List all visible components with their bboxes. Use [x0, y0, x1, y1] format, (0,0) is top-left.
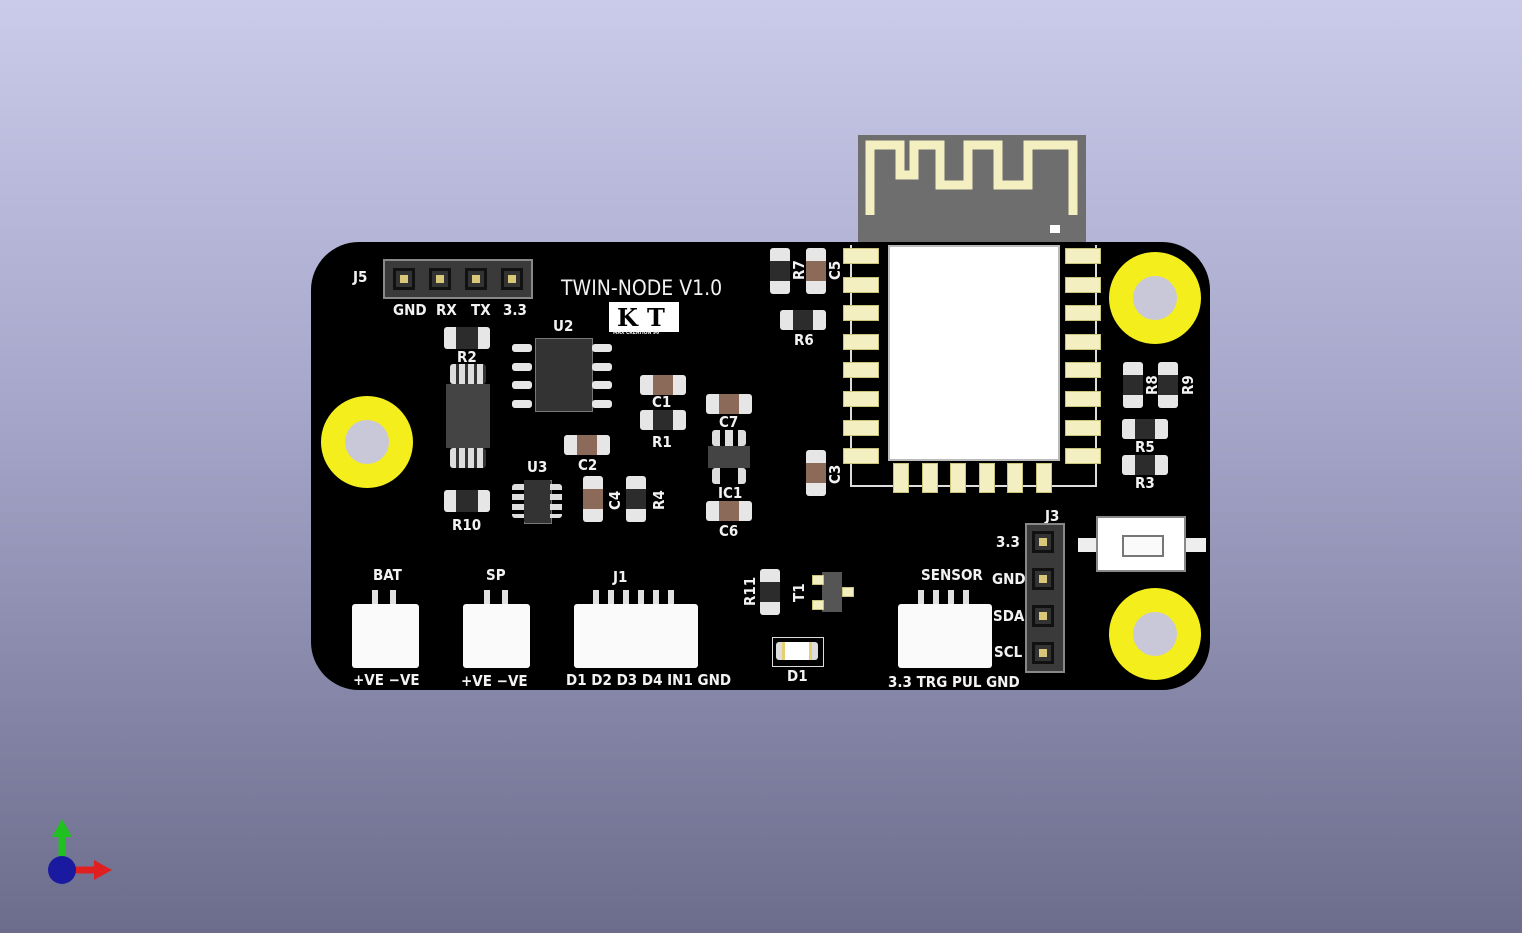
- ref-r1: R1: [652, 433, 672, 451]
- ref-r10: R10: [452, 516, 482, 534]
- module-pad: [950, 463, 967, 493]
- ref-c4: C4: [606, 490, 624, 510]
- j1-ref: J1: [613, 568, 628, 586]
- module-pad: [843, 419, 879, 436]
- logo-text: MAX CREATION 96: [613, 330, 660, 336]
- sp-connector[interactable]: [463, 604, 530, 668]
- j3-ref: J3: [1045, 507, 1060, 525]
- j3-pin-label: SDA: [993, 607, 1025, 625]
- j5-pin-label: TX: [471, 301, 491, 319]
- ref-ic1: IC1: [718, 484, 743, 502]
- u2-pin: [592, 362, 612, 371]
- module-pad: [843, 248, 879, 264]
- u2-pin: [592, 381, 612, 389]
- ic1-regulator: [708, 446, 750, 468]
- mounting-hole: [1109, 252, 1201, 344]
- sensor-ref: SENSOR: [921, 566, 983, 584]
- ref-r5: R5: [1135, 438, 1155, 456]
- u2-pin: [512, 362, 532, 371]
- module-pad: [843, 305, 879, 322]
- d1-outline: [772, 637, 824, 667]
- module-pad: [843, 448, 879, 465]
- j5-pin-label: GND: [393, 301, 427, 319]
- sensor-connector[interactable]: [898, 604, 992, 668]
- board-title: TWIN-NODE V1.0: [561, 276, 723, 300]
- module-pad: [1065, 305, 1101, 322]
- module-pad: [1007, 463, 1024, 493]
- ref-c6: C6: [719, 522, 739, 540]
- j3-pin-label: GND: [992, 570, 1026, 588]
- module-pad: [1065, 362, 1101, 379]
- ref-c2: C2: [578, 456, 598, 474]
- j5-pin-label: 3.3: [503, 301, 527, 319]
- j3-pin-label: SCL: [994, 643, 1023, 661]
- header-pin: [465, 268, 487, 290]
- ref-t1: T1: [790, 583, 808, 602]
- d1-diode: [776, 642, 818, 660]
- module-pad: [1036, 463, 1052, 493]
- ref-c5: C5: [826, 260, 844, 280]
- header-pin: [429, 268, 451, 290]
- ref-u3: U3: [527, 458, 548, 476]
- module-pad: [843, 333, 879, 350]
- module-pad: [893, 463, 909, 493]
- bat-pins: +VE −VE: [353, 671, 420, 689]
- ref-r9: R9: [1179, 375, 1197, 395]
- j3-pin-label: 3.3: [996, 533, 1020, 551]
- esp-module-shield: [888, 245, 1060, 461]
- ref-c3: C3: [826, 464, 844, 484]
- module-pad: [1065, 448, 1101, 465]
- bat-ref: BAT: [373, 566, 402, 584]
- module-pad: [1065, 391, 1101, 407]
- u2-pin: [512, 381, 532, 389]
- u2-pin: [512, 399, 532, 408]
- module-pad: [1065, 276, 1101, 293]
- z-axis-icon: [48, 856, 76, 884]
- u2-pin: [592, 399, 612, 408]
- ref-r11: R11: [741, 576, 759, 606]
- unlabeled-ic: [446, 384, 490, 448]
- u2-chip: [535, 338, 593, 412]
- ref-c1: C1: [652, 393, 672, 411]
- mounting-hole: [321, 396, 413, 488]
- antenna-trace-icon: [865, 140, 1078, 233]
- module-pad: [921, 463, 938, 493]
- ref-r3: R3: [1135, 474, 1155, 492]
- sensor-pins: 3.3 TRG PUL GND: [888, 673, 1020, 691]
- sp-pins: +VE −VE: [461, 672, 528, 690]
- bat-connector[interactable]: [352, 604, 419, 668]
- svg-text:K: K: [617, 304, 639, 330]
- u2-pin: [592, 344, 612, 352]
- module-pad: [1065, 419, 1101, 436]
- header-pin: [501, 268, 523, 290]
- axis-orientation-gizmo: [48, 819, 112, 884]
- ref-r6: R6: [794, 331, 814, 349]
- ref-r4: R4: [650, 490, 668, 510]
- ref-r2: R2: [457, 348, 477, 366]
- u2-pin: [512, 344, 532, 352]
- j5-ref: J5: [353, 268, 368, 286]
- sp-ref: SP: [486, 566, 506, 584]
- module-pad: [1065, 248, 1101, 264]
- module-pad: [978, 463, 995, 493]
- j5-pin-label: RX: [436, 301, 457, 319]
- ref-d1: D1: [787, 667, 808, 685]
- ref-u2: U2: [553, 317, 574, 335]
- reset-button[interactable]: [1096, 516, 1186, 572]
- svg-text:T: T: [647, 304, 665, 330]
- t1-transistor: [822, 572, 842, 612]
- header-pin: [393, 268, 415, 290]
- module-pad: [1065, 333, 1101, 350]
- module-pad: [843, 276, 879, 293]
- module-pad: [843, 391, 879, 407]
- j1-pins: D1 D2 D3 D4 IN1 GND: [566, 671, 732, 689]
- ref-c7: C7: [719, 413, 739, 431]
- module-pad: [843, 362, 879, 379]
- wifi-module-antenna: [858, 135, 1086, 247]
- mounting-hole: [1109, 588, 1201, 680]
- j1-connector[interactable]: [574, 604, 698, 668]
